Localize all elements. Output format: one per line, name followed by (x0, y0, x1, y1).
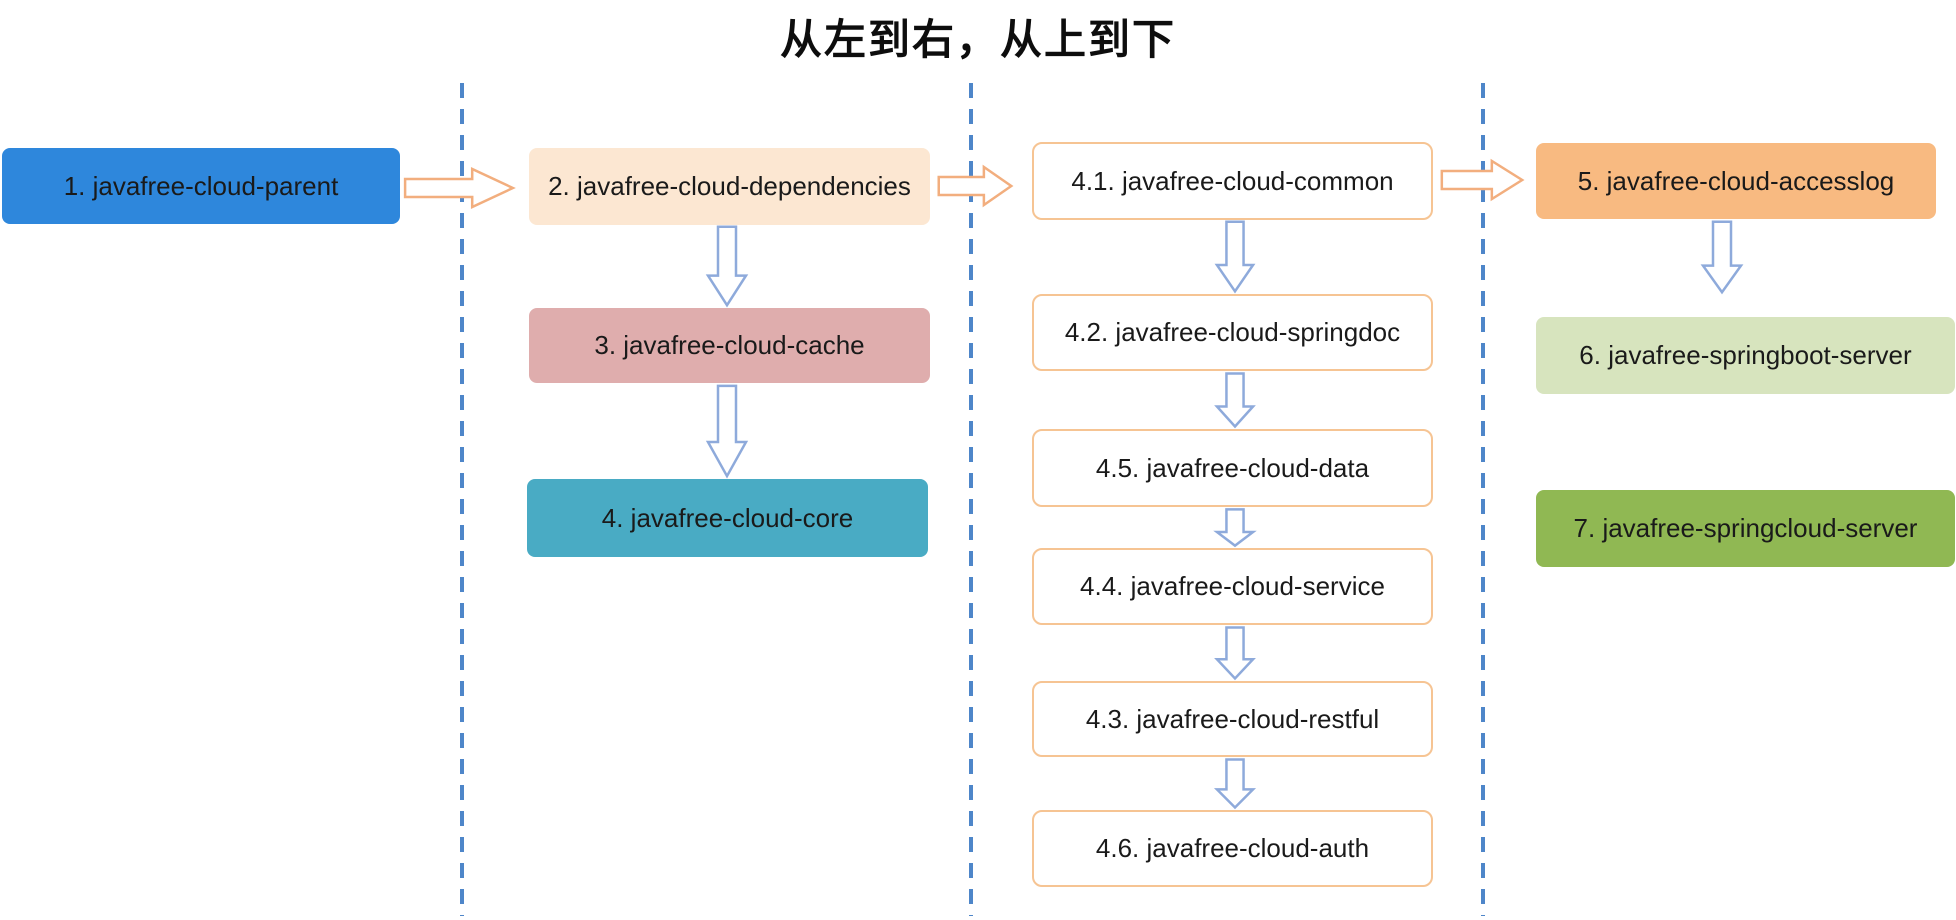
node-label: 4. javafree-cloud-core (601, 502, 854, 533)
column-divider-1 (460, 83, 464, 916)
node-label: 1. javafree-cloud-parent (63, 170, 339, 201)
node-javafree-cloud-dependencies: 2. javafree-cloud-dependencies (529, 148, 930, 225)
node-label: 4.3. javafree-cloud-restful (1085, 703, 1380, 734)
node-javafree-springcloud-server: 7. javafree-springcloud-server (1536, 490, 1955, 567)
node-javafree-cloud-parent: 1. javafree-cloud-parent (2, 148, 400, 224)
arrow-service-to-restful-icon (1216, 627, 1254, 679)
node-label: 3. javafree-cloud-cache (594, 330, 865, 360)
arrow-springdoc-to-data-icon (1216, 373, 1254, 427)
arrow-common-to-accesslog-icon (1441, 160, 1523, 200)
node-javafree-cloud-cache: 3. javafree-cloud-cache (529, 308, 930, 383)
diagram-title: 从左到右，从上到下 (779, 16, 1176, 63)
arrow-dependencies-to-cache-icon (707, 226, 747, 306)
node-javafree-cloud-service: 4.4. javafree-cloud-service (1032, 548, 1433, 625)
node-label: 6. javafree-springboot-server (1579, 340, 1912, 370)
column-divider-3 (1481, 83, 1485, 916)
node-label: 5. javafree-cloud-accesslog (1577, 165, 1895, 196)
arrow-dependencies-to-common-icon (938, 166, 1012, 206)
node-label: 4.5. javafree-cloud-data (1095, 452, 1370, 483)
node-javafree-cloud-common: 4.1. javafree-cloud-common (1032, 142, 1433, 220)
node-javafree-cloud-auth: 4.6. javafree-cloud-auth (1032, 810, 1433, 887)
node-label: 4.4. javafree-cloud-service (1080, 571, 1385, 601)
node-label: 4.2. javafree-cloud-springdoc (1064, 317, 1401, 347)
node-javafree-cloud-data: 4.5. javafree-cloud-data (1032, 429, 1433, 507)
node-label: 7. javafree-springcloud-server (1573, 513, 1918, 543)
arrow-common-to-springdoc-icon (1216, 221, 1254, 292)
arrow-accesslog-to-springboot-icon (1702, 221, 1742, 293)
node-javafree-springboot-server: 6. javafree-springboot-server (1536, 317, 1955, 394)
column-divider-2 (969, 83, 973, 916)
node-javafree-cloud-springdoc: 4.2. javafree-cloud-springdoc (1032, 294, 1433, 371)
node-javafree-cloud-accesslog: 5. javafree-cloud-accesslog (1536, 143, 1936, 219)
arrow-cache-to-core-icon (707, 385, 747, 477)
arrow-restful-to-auth-icon (1216, 759, 1254, 808)
node-label: 4.6. javafree-cloud-auth (1095, 833, 1370, 863)
arrow-data-to-service-icon (1216, 509, 1254, 546)
node-label: 4.1. javafree-cloud-common (1071, 165, 1394, 196)
node-javafree-cloud-core: 4. javafree-cloud-core (527, 479, 928, 557)
node-javafree-cloud-restful: 4.3. javafree-cloud-restful (1032, 681, 1433, 757)
arrow-parent-to-dependencies-icon (404, 168, 514, 208)
node-label: 2. javafree-cloud-dependencies (548, 171, 911, 201)
